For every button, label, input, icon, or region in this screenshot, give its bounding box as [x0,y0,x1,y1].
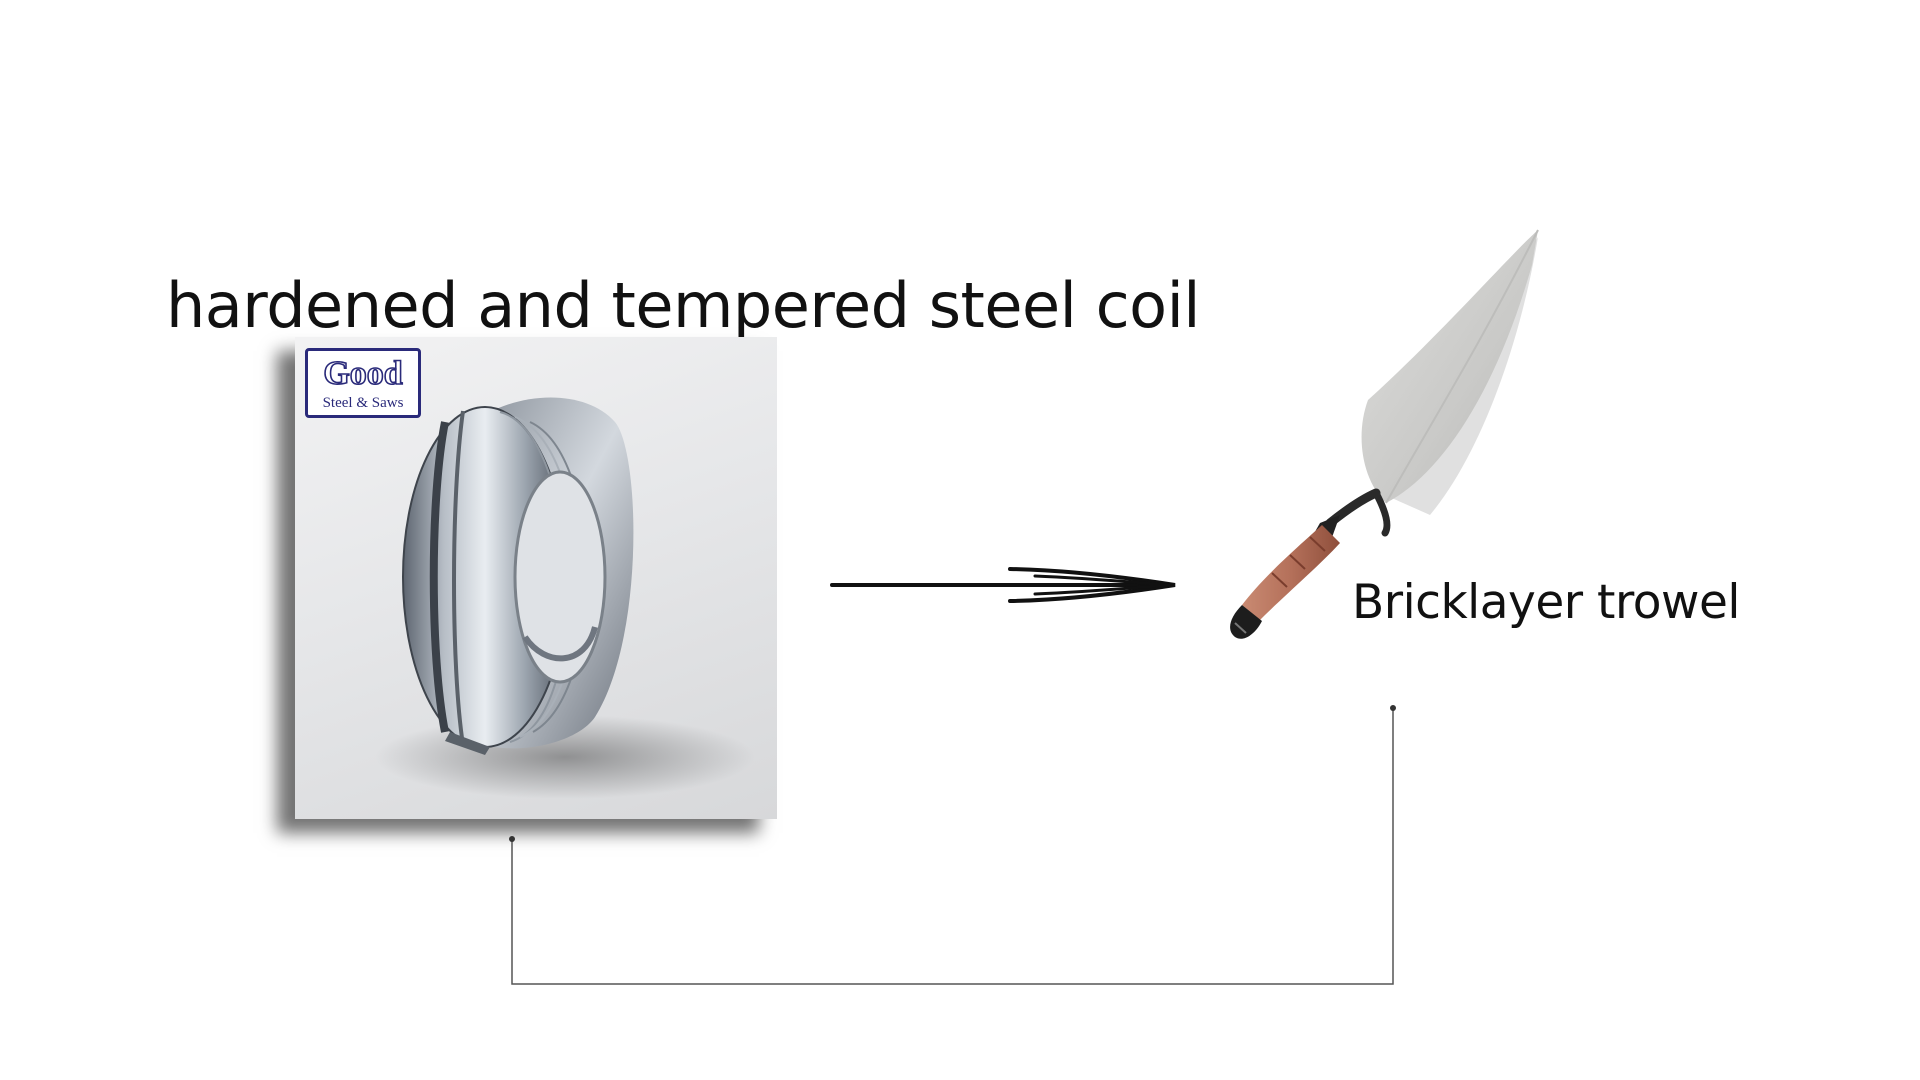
diagram-title: hardened and tempered steel coil [166,268,1201,342]
svg-text:Steel & Saws: Steel & Saws [323,395,404,411]
process-arrow [830,567,1176,603]
steel-coil-drawing [375,397,755,799]
connector-end-dot [1390,705,1396,711]
brand-logo: Good Steel & Saws [305,348,421,418]
connector-start-dot [509,836,515,842]
trowel-label: Bricklayer trowel [1352,575,1740,630]
steel-coil-image: Good Steel & Saws [295,337,777,819]
bricklayer-trowel-image [1230,229,1539,639]
svg-text:Good: Good [323,355,402,392]
good-steel-saws-logo: Good Steel & Saws [323,354,404,411]
